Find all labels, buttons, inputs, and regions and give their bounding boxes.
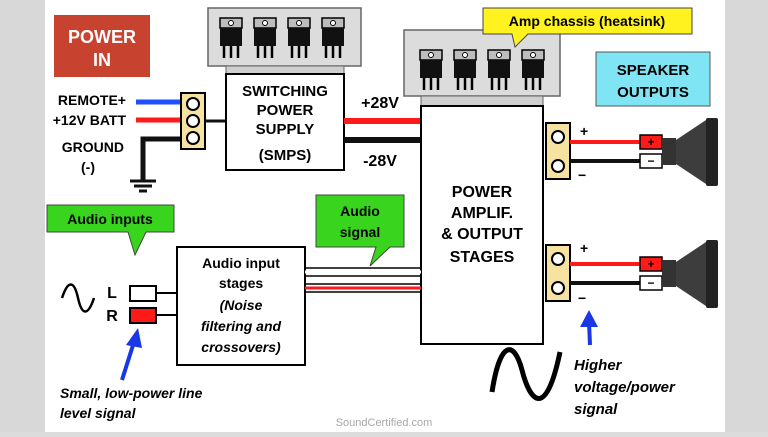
audio-signal-line2: signal	[340, 224, 380, 240]
high-power-note-line2: voltage/power	[574, 379, 676, 396]
power-amp-line1: POWER	[452, 184, 513, 201]
amp-transistor-icon-4	[521, 49, 545, 90]
left-input-jack	[129, 285, 157, 302]
speaker-icon-upper	[662, 118, 718, 186]
input-stages-line2: stages	[219, 275, 264, 291]
speaker-icon-lower	[662, 240, 718, 308]
power-amp-box	[420, 105, 544, 345]
high-power-note-line1: Higher	[574, 357, 623, 374]
ground-wire	[140, 136, 183, 181]
smps-transistor-icon-3	[287, 17, 311, 58]
speaker-output-lower: + − + −	[545, 240, 718, 308]
audio-signal-line1: Audio	[340, 203, 380, 219]
lower-minus: −	[578, 290, 586, 306]
smps-line3: SUPPLY	[256, 121, 315, 138]
channel-l-label: L	[107, 285, 117, 302]
small-sine-wave-icon	[60, 283, 96, 313]
power-amp-line2: AMPLIF.	[451, 205, 513, 222]
right-input-jack	[129, 307, 157, 324]
smps-transistor-icon-4	[321, 17, 345, 58]
amp-chassis-callout: Amp chassis (heatsink)	[482, 7, 693, 48]
audio-input-stages-box	[176, 246, 306, 366]
plus28-label: +28V	[361, 95, 399, 112]
smps-box	[225, 73, 345, 171]
audio-inputs-text: Audio inputs	[67, 211, 153, 227]
power-in-line2: IN	[93, 50, 111, 70]
low-power-note-line2: level signal	[60, 405, 137, 421]
audio-inputs-callout: Audio inputs	[46, 204, 175, 257]
power-terminal-block	[180, 92, 206, 150]
amp-transistors	[419, 49, 545, 90]
audio-signal-wires	[305, 267, 421, 293]
ground-label: GROUND	[62, 139, 124, 155]
smps-transistors	[219, 17, 345, 58]
power-amp-line3: & OUTPUT	[441, 226, 523, 243]
low-power-arrow	[120, 328, 142, 381]
speaker-output-upper: + − + −	[545, 118, 718, 186]
audio-signal-callout: Audio signal	[315, 194, 405, 267]
speaker-outputs-line2: OUTPUTS	[617, 84, 689, 101]
large-sine-wave-icon	[489, 347, 563, 401]
smps-line4: (SMPS)	[259, 147, 312, 164]
ground-symbol	[130, 179, 156, 193]
input-stages-note2: filtering and	[201, 318, 282, 334]
minus28-label: -28V	[363, 153, 397, 170]
smps-line2: POWER	[257, 102, 314, 119]
lower-speaker-minus: −	[647, 276, 654, 290]
amp-transistor-icon-2	[453, 49, 477, 90]
power-amp-line4: STAGES	[450, 249, 515, 266]
watermark: SoundCertified.com	[336, 417, 433, 429]
upper-plus: +	[580, 123, 588, 139]
upper-minus: −	[578, 167, 586, 183]
lower-plus: +	[580, 240, 588, 256]
input-stages-note3: crossovers)	[201, 339, 281, 355]
power-in-box	[54, 15, 150, 77]
remote-label: REMOTE+	[58, 92, 126, 108]
speaker-outputs-label: SPEAKER OUTPUTS	[595, 51, 711, 107]
channel-r-label: R	[106, 308, 118, 325]
speaker-outputs-line1: SPEAKER	[617, 62, 690, 79]
input-stages-line1: Audio input	[202, 255, 280, 271]
high-power-note-line3: signal	[574, 401, 618, 418]
low-power-note-line1: Small, low-power line	[60, 385, 203, 401]
smps-transistor-icon-2	[253, 17, 277, 58]
lower-speaker-plus: +	[647, 257, 654, 271]
upper-speaker-plus: +	[647, 135, 654, 149]
input-stages-note1: (Noise	[220, 297, 263, 313]
amp-chassis-text: Amp chassis (heatsink)	[509, 13, 665, 29]
smps-transistor-icon-1	[219, 17, 243, 58]
power-in-label: POWER IN	[54, 15, 150, 77]
batt-label: +12V BATT	[53, 112, 127, 128]
high-power-arrow	[580, 310, 598, 346]
upper-speaker-minus: −	[647, 154, 654, 168]
amp-transistor-icon-1	[419, 49, 443, 90]
power-in-line1: POWER	[68, 27, 136, 47]
amp-transistor-icon-3	[487, 49, 511, 90]
smps-line1: SWITCHING	[242, 83, 328, 100]
ground-sub-label: (-)	[81, 159, 95, 175]
